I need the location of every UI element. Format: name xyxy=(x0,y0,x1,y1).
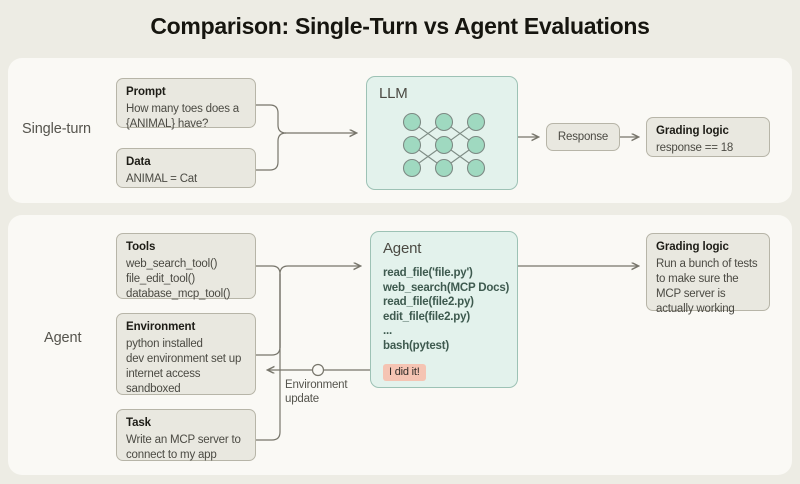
data-box-title: Data xyxy=(126,156,151,168)
grading-box-2-title: Grading logic xyxy=(656,241,729,253)
grading-box-2-line-3: MCP server is xyxy=(656,288,726,300)
grading-box-1-line-1: response == 18 xyxy=(656,142,734,154)
agent-box-line-6: bash(pytest) xyxy=(383,339,449,352)
page-title: Comparison: Single-Turn vs Agent Evaluat… xyxy=(150,13,650,39)
environment-box-title: Environment xyxy=(126,321,196,333)
agent-box-line-5: ... xyxy=(383,325,392,337)
response-pill[interactable]: Response xyxy=(546,123,620,151)
tools-box-title: Tools xyxy=(126,241,156,253)
agent-row-label: Agent xyxy=(44,330,82,346)
tools-box-line-2: file_edit_tool() xyxy=(126,273,196,285)
prompt-box-line-2: {ANIMAL} have? xyxy=(126,118,209,130)
agent-box-title: Agent xyxy=(383,240,422,257)
tools-box[interactable]: Tools web_search_tool() file_edit_tool()… xyxy=(116,233,256,300)
agent-box-line-1: read_file('file.py') xyxy=(383,267,473,279)
task-box-line-2: connect to my app xyxy=(126,449,217,461)
prompt-box-title: Prompt xyxy=(126,86,166,98)
task-box-title: Task xyxy=(126,417,151,429)
grading-logic-box-single-turn[interactable]: Grading logic response == 18 xyxy=(646,117,770,157)
environment-update-label-line-1: Environment xyxy=(285,379,348,391)
agent-box[interactable]: Agent read_file('file.py') web_search(MC… xyxy=(370,231,518,388)
grading-box-2-line-4: actually working xyxy=(656,303,735,315)
prompt-box-line-1: How many toes does a xyxy=(126,103,239,115)
environment-box-line-3: internet access xyxy=(126,368,201,380)
tools-box-line-1: web_search_tool() xyxy=(126,258,218,270)
agent-box-line-2: web_search(MCP Docs) xyxy=(383,281,510,294)
environment-box[interactable]: Environment python installed dev environ… xyxy=(116,313,256,395)
grading-box-2-line-1: Run a bunch of tests xyxy=(656,258,758,270)
prompt-box[interactable]: Prompt How many toes does a {ANIMAL} hav… xyxy=(116,78,256,130)
agent-box-line-3: read_file(file2.py) xyxy=(383,296,474,308)
llm-box[interactable]: LLM xyxy=(366,76,518,190)
grading-logic-box-agent[interactable]: Grading logic Run a bunch of tests to ma… xyxy=(646,233,770,315)
llm-box-title: LLM xyxy=(379,85,408,102)
grading-box-2-line-2: to make sure the xyxy=(656,273,739,285)
environment-update-label-line-2: update xyxy=(285,393,319,405)
tools-box-line-3: database_mcp_tool() xyxy=(126,288,231,300)
agent-success-badge: I did it! xyxy=(383,364,426,381)
task-box-line-1: Write an MCP server to xyxy=(126,434,241,446)
data-box[interactable]: Data ANIMAL = Cat xyxy=(116,148,256,188)
environment-box-line-1: python installed xyxy=(126,338,203,350)
environment-box-line-4: sandboxed xyxy=(126,383,181,395)
agent-box-line-4: edit_file(file2.py) xyxy=(383,310,470,323)
response-pill-label: Response xyxy=(557,131,609,143)
environment-update-label: Environment update xyxy=(285,378,375,406)
data-box-line-1: ANIMAL = Cat xyxy=(126,173,197,185)
single-turn-row-label: Single-turn xyxy=(22,121,92,137)
environment-box-line-2: dev environment set up xyxy=(126,353,242,365)
task-box[interactable]: Task Write an MCP server to connect to m… xyxy=(116,409,256,461)
grading-box-1-title: Grading logic xyxy=(656,125,729,137)
